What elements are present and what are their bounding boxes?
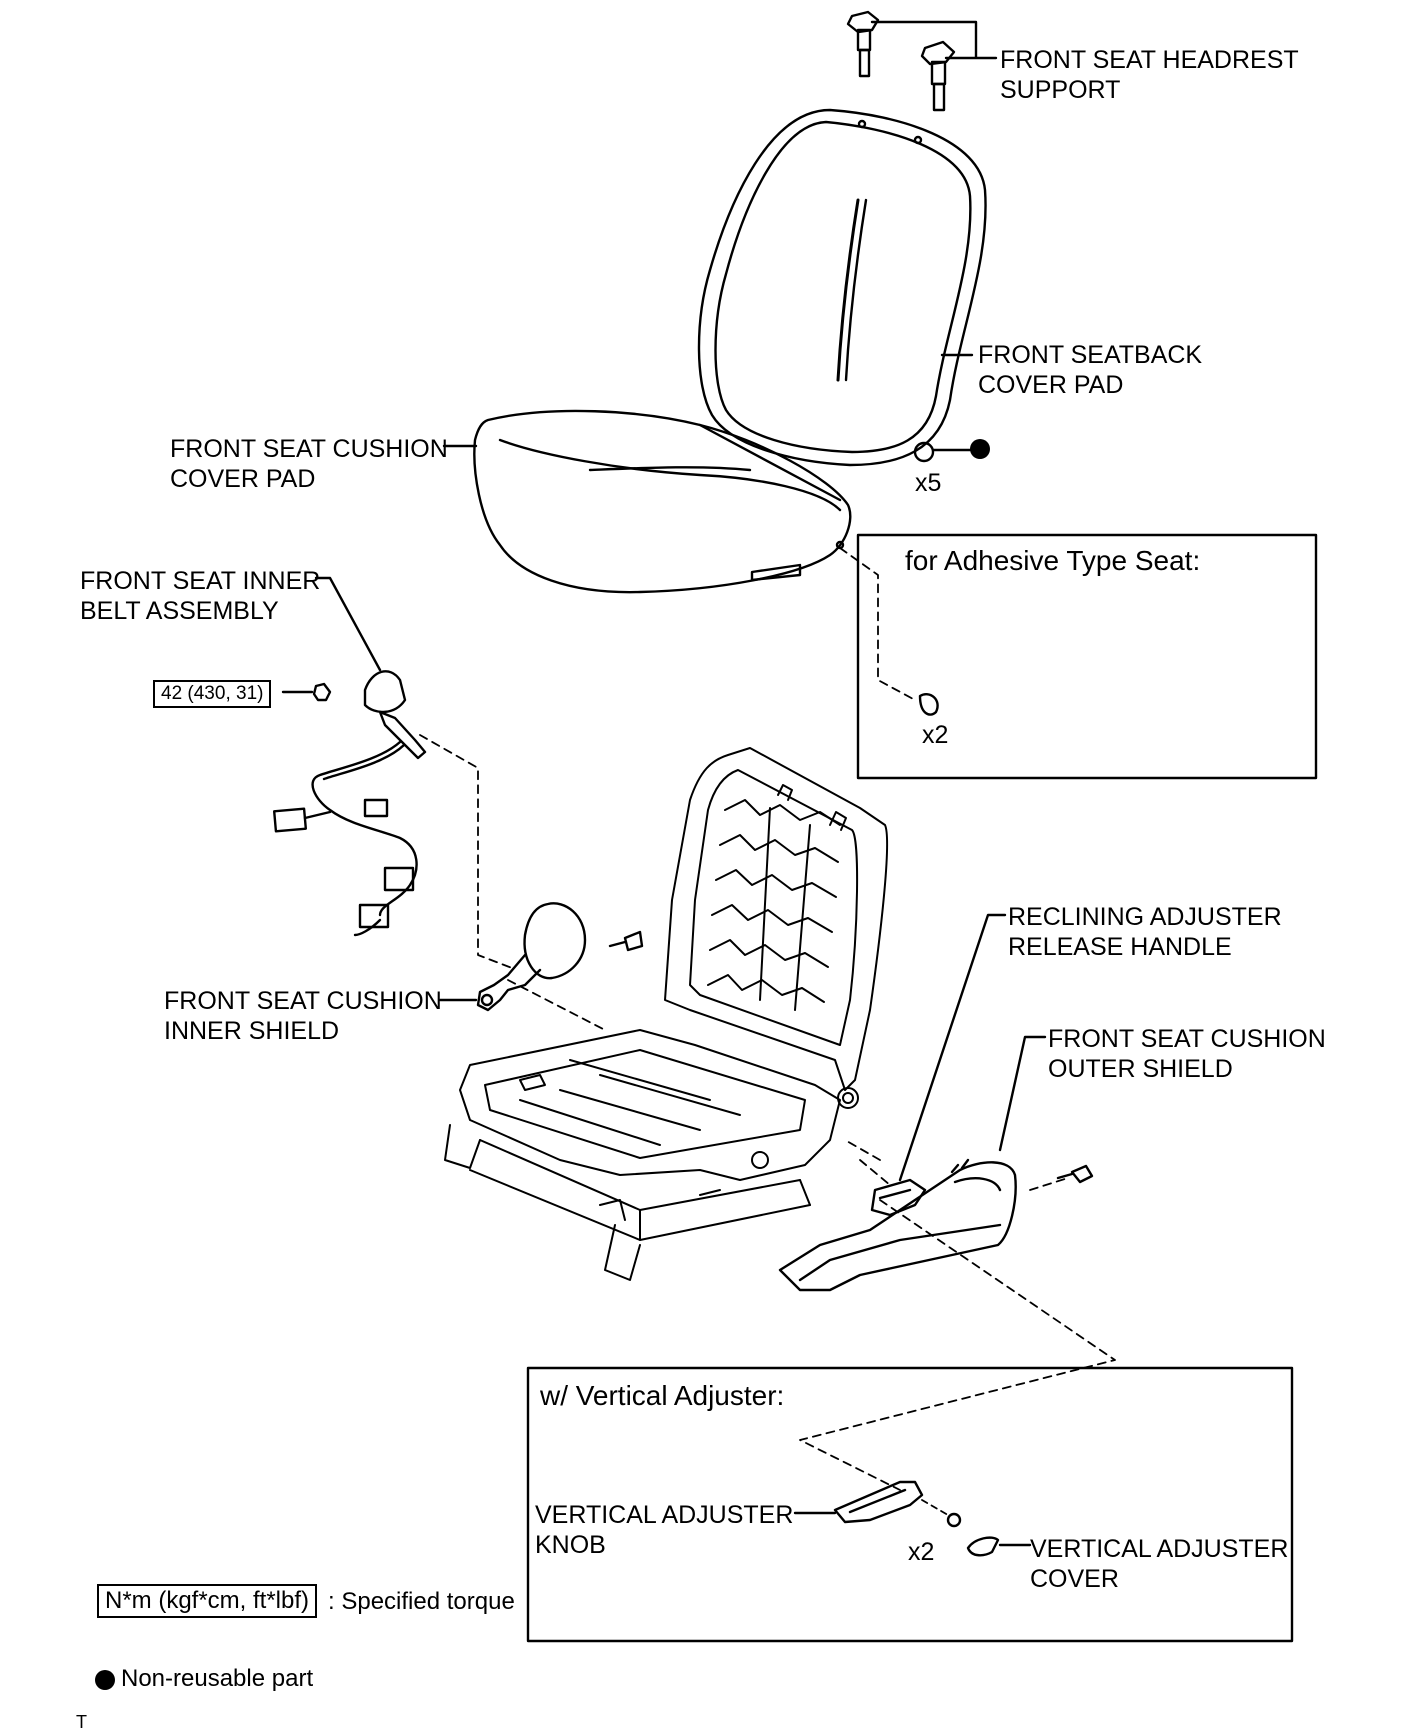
reclining-dashed-leader [844,1139,881,1161]
vertical-inset-box [526,1366,1294,1643]
seatback-cover-pad-label: FRONT SEATBACK COVER PAD [978,340,1202,400]
vertical-knob-label-line1: VERTICAL ADJUSTER [535,1501,794,1529]
inner-belt-dashed-leader [419,734,513,969]
headrest-support-label-line2: SUPPORT [1000,76,1121,104]
inner-shield-label: FRONT SEAT CUSHION INNER SHIELD [164,986,442,1046]
outer-shield-label: FRONT SEAT CUSHION OUTER SHIELD [1048,1024,1326,1084]
vertical-dashed-leader [799,1199,1116,1491]
legend-torque-box: N*m (kgf*cm, ft*lbf) [97,1584,318,1618]
vertical-cover-label: VERTICAL ADJUSTER COVER [1030,1534,1288,1594]
cushion-cover-pad-label: FRONT SEAT CUSHION COVER PAD [170,434,448,494]
inner-belt-label-line1: FRONT SEAT INNER [80,567,321,595]
cushion-label-line1: FRONT SEAT CUSHION [170,435,448,463]
vertical-knob-label: VERTICAL ADJUSTER KNOB [535,1500,793,1560]
adhesive-inset-title: for Adhesive Type Seat: [905,545,1201,576]
legend-nonreusable-text: Non-reusable part [121,1665,314,1692]
adhesive-dashed-leader [839,547,916,701]
hog-ring-icon [913,441,935,463]
inner-belt-leader [314,576,382,672]
headrest-support-label-line1: FRONT SEAT HEADREST [1000,46,1299,74]
inner-shield-label-line1: FRONT SEAT CUSHION [164,987,442,1015]
adhesive-clip-icon [918,693,939,716]
seatback-cover-pad [697,108,987,467]
corner-mark: T [76,1712,87,1732]
outer-shield [778,1158,1017,1292]
outer-shield-label-line1: FRONT SEAT CUSHION [1048,1025,1326,1053]
headrest-leader [870,20,998,60]
outer-shield-leader [998,1035,1047,1152]
outer-shield-bolt-icon [1056,1164,1094,1184]
hog-ring-qty: x5 [915,469,942,497]
knob-screw-qty: x2 [908,1538,935,1566]
reclining-label-line1: RECLINING ADJUSTER [1008,903,1282,931]
vertical-cover-label-line2: COVER [1030,1565,1119,1593]
vertical-inset-title: w/ Vertical Adjuster: [540,1380,785,1411]
torque-spec: 42 (430, 31) [153,680,272,708]
reclining-handle-label: RECLINING ADJUSTER RELEASE HANDLE [1008,902,1282,962]
vertical-knob-label-line2: KNOB [535,1531,606,1559]
reclining-label-line2: RELEASE HANDLE [1008,933,1232,961]
nonreusable-mark-icon [970,439,990,459]
seatback-label-line1: FRONT SEATBACK [978,341,1203,369]
adhesive-clip-qty: x2 [922,721,949,749]
reclining-release-handle [870,1178,927,1217]
headrest-support-right [920,40,956,112]
inner-shield-dashed-leader [507,979,606,1031]
cushion-label-line2: COVER PAD [170,465,316,493]
inner-shield-bolt-icon [608,930,644,952]
seatback-label-line2: COVER PAD [978,371,1124,399]
seat-frame [444,747,889,1281]
outer-shield-bolt-dashed [1029,1177,1069,1191]
reclining-leader [898,913,1007,1182]
legend-nonreusable: Non-reusable part [95,1665,313,1693]
nonreusable-dot-icon [95,1669,115,1690]
legend-torque-text: : Specified torque [328,1588,515,1615]
inner-belt-label-line2: BELT ASSEMBLY [80,597,279,625]
vertical-knob-screw-dashed [921,1499,949,1516]
headrest-support-label: FRONT SEAT HEADREST SUPPORT [1000,45,1299,105]
vertical-adjuster-cover [966,1536,1000,1557]
vertical-adjuster-knob [833,1480,924,1524]
belt-nut-icon [312,682,332,702]
outer-shield-label-line2: OUTER SHIELD [1048,1055,1233,1083]
outer-shield-dashed [859,1159,891,1186]
inner-shield-label-line2: INNER SHIELD [164,1017,340,1045]
inner-shield [476,902,587,1012]
cushion-cover-pad [473,409,852,594]
headrest-support-left [846,10,880,78]
vertical-cover-label-line1: VERTICAL ADJUSTER [1030,1535,1289,1563]
adhesive-inset-box [856,533,1318,780]
vertical-screw-icon [946,1512,962,1528]
inner-belt-assembly [272,670,427,937]
inner-belt-label: FRONT SEAT INNER BELT ASSEMBLY [80,566,320,626]
